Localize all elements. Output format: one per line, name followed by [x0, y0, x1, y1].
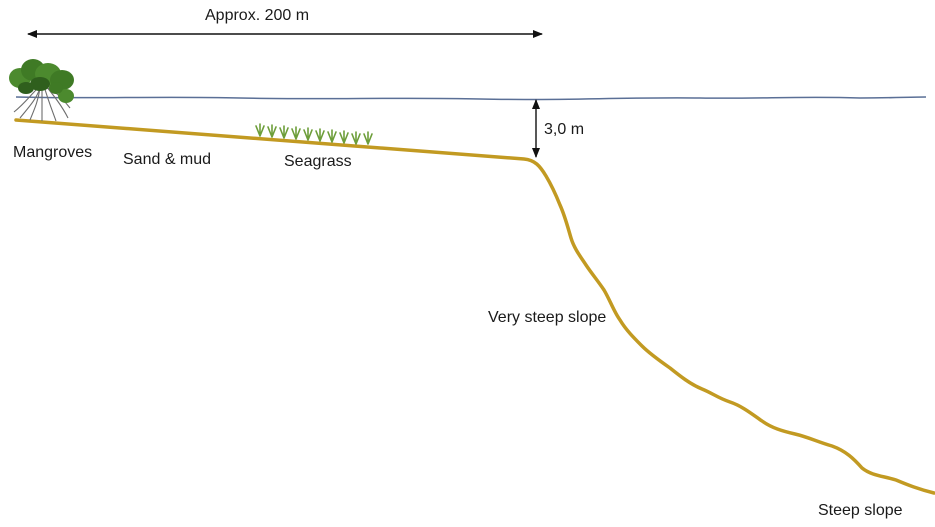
seabed-profile	[14, 118, 935, 495]
steep-slope-label: Steep slope	[818, 502, 903, 519]
mangrove-tree-icon	[9, 59, 74, 122]
very-steep-slope-label: Very steep slope	[488, 309, 607, 326]
depth-label: 3,0 m	[544, 121, 585, 138]
seagrass-clump-icon	[255, 123, 373, 145]
mangroves-label: Mangroves	[13, 144, 93, 161]
seagrass-label: Seagrass	[284, 153, 352, 170]
sand-mud-label: Sand & mud	[123, 151, 212, 168]
water-surface-line	[15, 96, 927, 101]
distance-label: Approx. 200 m	[205, 7, 310, 24]
